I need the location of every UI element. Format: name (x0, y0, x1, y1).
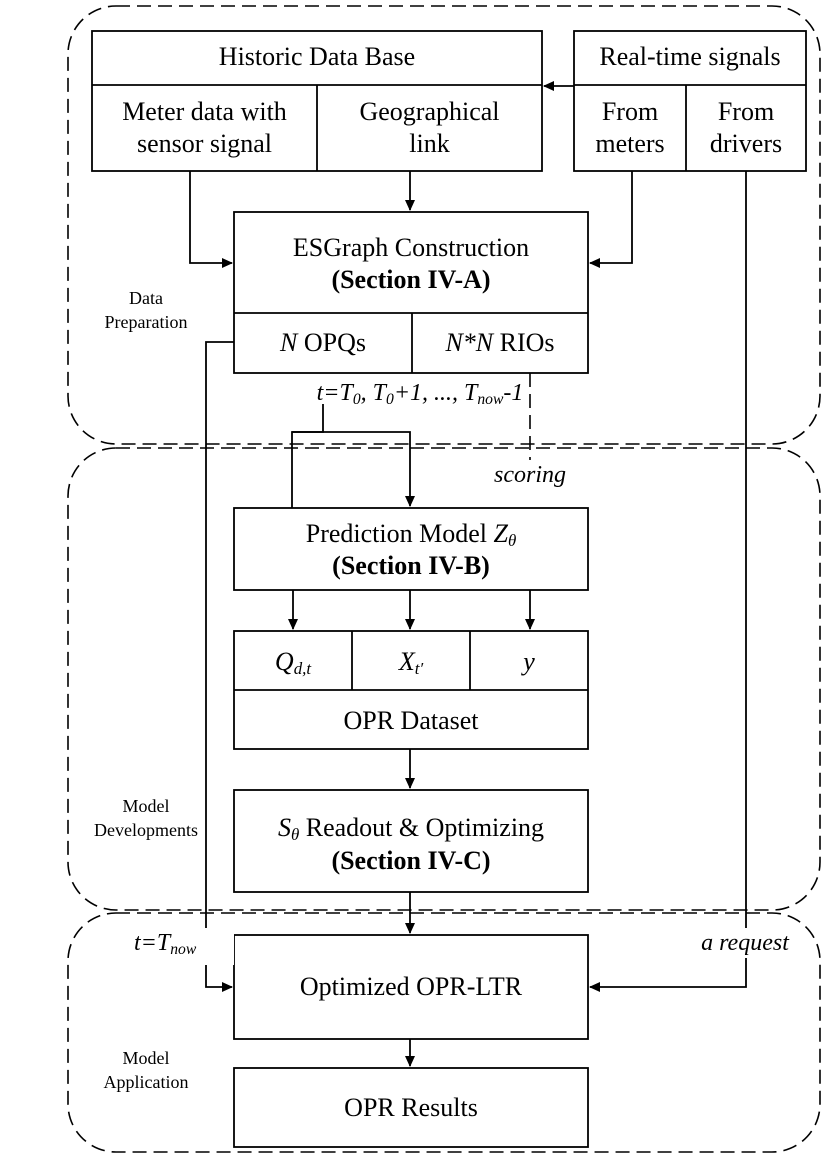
results-box (233, 1067, 589, 1148)
readout-title-text: Readout & Optimizing (299, 813, 545, 842)
rios-text: RIOs (493, 328, 555, 357)
time-plus1: +1, ..., (393, 380, 465, 406)
dataset-x-cell: Xt′ (352, 646, 470, 685)
optimized-box (233, 934, 589, 1040)
time-Tn-sub: now (477, 390, 504, 408)
model-application-region (67, 912, 821, 1153)
tnow-eq: = (140, 930, 157, 956)
time-T0-sub: 0 (352, 390, 361, 408)
esgraph-title: ESGraph Construction (292, 233, 530, 262)
meter-data-label: Meter data with sensor signal (122, 97, 287, 158)
prediction-title-text: Prediction Model (305, 519, 494, 548)
time-T1: T (372, 380, 387, 406)
prediction-section: (Section IV-B) (332, 551, 490, 580)
dataset-x-sub: t′ (414, 659, 424, 679)
realtime-signals-title: Real-time signals (599, 42, 781, 71)
readout-title: Sθ Readout & Optimizing (234, 812, 588, 851)
arrow-time-loop (292, 431, 415, 507)
optimized-title: Optimized OPR-LTR (299, 972, 523, 1001)
prediction-var: Z (493, 519, 508, 548)
t-now-label: t=Tnow (134, 928, 234, 965)
dataset-q-sub: d,t (293, 659, 312, 679)
data-preparation-region (67, 5, 821, 445)
rios-var: N*N (445, 328, 494, 357)
readout-var: S (277, 813, 291, 842)
arrow-opqs-to-optimized (205, 341, 234, 992)
time-eq: = (323, 380, 340, 406)
readout-var-sub: θ (290, 825, 300, 845)
time-T0: T (339, 380, 353, 406)
section-label-model-developments: Model Developments (94, 796, 198, 840)
section-label-model-application: Model Application (103, 1048, 189, 1092)
scoring-label: scoring (480, 460, 580, 490)
prediction-var-sub: θ (507, 531, 517, 551)
time-sep: , (360, 380, 373, 406)
from-meters-label: From meters (595, 97, 665, 158)
opr-dataset-title: OPR Dataset (343, 706, 479, 735)
results-title: OPR Results (344, 1093, 478, 1122)
dataset-x: X (398, 647, 415, 676)
arrow-meter-to-esgraph (189, 171, 233, 268)
time-range-label: t=T0, T0+1, ..., Tnow-1 (250, 378, 590, 415)
arrow-drivers-to-optimized (589, 171, 747, 992)
realtime-signals-box (573, 30, 807, 172)
geographical-link-label: Geographical link (359, 97, 500, 158)
tnow-t: t (134, 930, 141, 956)
tnow-sub: now (170, 940, 197, 958)
model-developments-region (67, 447, 821, 911)
arrow-meters-to-esgraph (589, 171, 633, 268)
time-T1-sub: 0 (386, 390, 394, 408)
opqs-var: N (280, 328, 298, 357)
opqs-label: N OPQs (234, 327, 412, 359)
rios-label: N*N RIOs (412, 327, 588, 359)
time-t: t (316, 380, 324, 406)
from-drivers-label: From drivers (709, 97, 783, 158)
request-label: a request (690, 928, 800, 958)
esgraph-box (233, 211, 589, 374)
dataset-q-cell: Qd,t (234, 646, 352, 685)
section-label-data-preparation: Data Preparation (104, 288, 188, 332)
readout-section: (Section IV-C) (331, 846, 491, 875)
arrow-time-to-prediction (291, 404, 324, 508)
dataset-y-cell: y (523, 647, 535, 676)
time-minus1: -1 (503, 380, 524, 406)
readout-box (233, 789, 589, 893)
prediction-model-title: Prediction Model Zθ (234, 518, 588, 557)
dataset-q: Q (274, 647, 294, 676)
esgraph-section: (Section IV-A) (331, 265, 491, 294)
prediction-model-box (233, 507, 589, 591)
time-Tn: T (464, 380, 478, 406)
tnow-T: T (156, 930, 171, 956)
opqs-text: OPQs (297, 328, 366, 357)
historic-data-base-title: Historic Data Base (218, 42, 416, 71)
